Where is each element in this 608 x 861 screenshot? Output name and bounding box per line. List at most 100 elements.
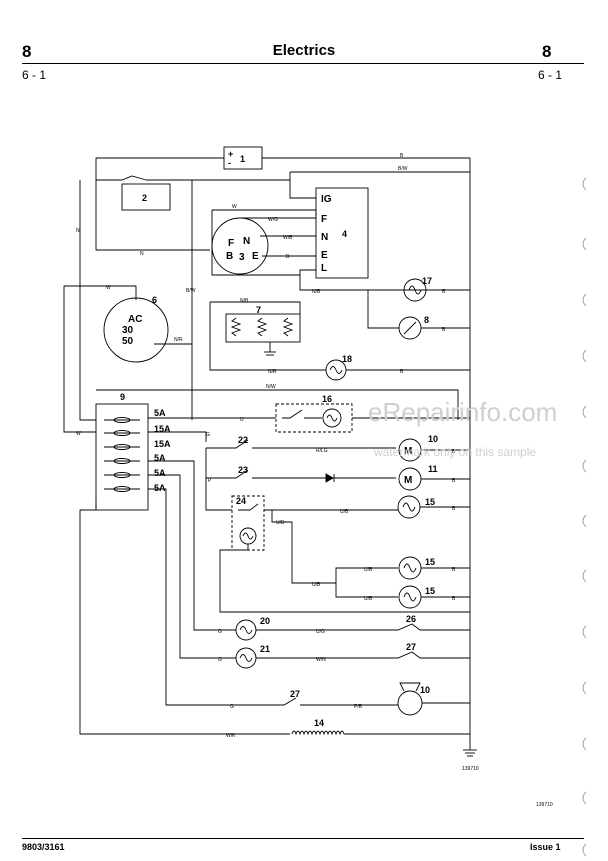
resistor: [230, 317, 242, 337]
wire: [212, 209, 317, 218]
fuse-row-4: [104, 458, 140, 464]
component-16-switch: [282, 409, 303, 419]
component-1-number: 1: [240, 154, 245, 164]
watermark-sub: watermark only on this sample: [374, 445, 537, 459]
component-6-starter: [103, 297, 169, 363]
wire-label-pb: P/B: [354, 704, 363, 710]
wire: [289, 172, 316, 199]
wire-label-b: B: [442, 289, 446, 295]
component-8-box: [225, 313, 301, 343]
wire-label-bw: B/W: [398, 166, 408, 172]
component-7-number: 9: [120, 392, 125, 402]
component-22-switch: [206, 439, 249, 449]
wire: [367, 290, 399, 329]
wire-label-wn: W/N: [316, 657, 326, 663]
starter-terminal-ac: AC: [128, 314, 142, 325]
component-23-number: 23: [238, 465, 248, 475]
lamp-filament: [403, 563, 417, 573]
lamp-filament: [242, 532, 254, 540]
wire-label-g: G: [218, 657, 222, 663]
component-12-horn: [397, 690, 423, 716]
wire: [63, 285, 137, 433]
fuse-rating-3: 15A: [154, 439, 171, 449]
wire-label-ub: U/B: [312, 582, 321, 588]
horn-bell: [399, 682, 421, 692]
wire-label-w: W: [106, 285, 111, 291]
component-17-number: 17: [422, 276, 432, 286]
page-title: Electrics: [272, 42, 336, 59]
component-26-number: 27: [406, 642, 416, 652]
wire: [211, 210, 300, 276]
wire-label-b: B: [452, 567, 456, 573]
wire-label-ub: U/B: [340, 509, 349, 515]
component-9-number: 8: [424, 315, 429, 325]
lamp-filament: [239, 654, 253, 662]
wire: [96, 389, 459, 420]
wire-label-b: B: [400, 369, 404, 375]
switch-terminal-f: F: [321, 214, 327, 225]
wire: [335, 583, 398, 598]
wire: [95, 180, 210, 251]
motor-symbol: M: [404, 475, 412, 486]
document-number: 9803/3161: [22, 842, 65, 852]
switch-terminal-l: L: [321, 263, 327, 274]
diode-symbol: [325, 473, 334, 483]
wire: [79, 498, 290, 735]
component-7-fusebox: [95, 403, 149, 511]
page-number-right: 8: [542, 42, 552, 61]
wire-label-wg: W/G: [268, 217, 278, 223]
component-17-lamp: [403, 278, 427, 302]
component-10-number: 10: [428, 434, 438, 444]
component-21-number: 21: [260, 644, 270, 654]
wire-label-b: B: [452, 506, 456, 512]
wire-label-nr: N/R: [268, 369, 277, 375]
component-4-number: 4: [342, 229, 347, 239]
wire-label-b: B: [400, 153, 404, 159]
alternator-terminal-f: F: [228, 238, 234, 249]
wire-label-g: G: [230, 704, 234, 710]
wire: [148, 474, 236, 659]
alternator-terminal-e: E: [252, 251, 259, 262]
component-13-number: 14: [314, 718, 324, 728]
wire: [148, 460, 236, 631]
component-2-box: [121, 183, 171, 211]
wire-label-nr: N/R: [174, 337, 183, 343]
component-25-switch: [256, 623, 470, 631]
starter-terminal-50: 50: [122, 336, 134, 347]
switch-terminal-n: N: [321, 232, 328, 243]
resistor: [256, 317, 268, 337]
starter-terminal-30: 30: [122, 325, 134, 336]
wire-label-n: N: [140, 251, 144, 257]
component-18-number: 18: [342, 354, 352, 364]
lamp-filament: [239, 626, 253, 634]
component-16-number: 16: [322, 394, 332, 404]
figure-reference-outer: 139710: [536, 802, 553, 808]
component-20-number: 20: [260, 616, 270, 626]
component-27-switch: [148, 488, 297, 706]
fuse-row-1: [104, 417, 140, 423]
watermark-main: eRepairinfo.com: [368, 397, 558, 427]
wire: [79, 180, 96, 421]
component-16-lamp: [322, 408, 342, 428]
component-24-number: 24: [236, 496, 246, 506]
fuse-row-2: [104, 430, 140, 436]
wire-label-wb: W/B: [283, 235, 293, 241]
component-14-number: 15: [425, 497, 435, 507]
wire-label-bw: B/W: [186, 288, 196, 294]
lamp-filament: [408, 285, 422, 295]
page-number-left: 8: [22, 42, 32, 61]
component-3-alternator: [211, 217, 269, 275]
component-27-number: 27: [290, 689, 300, 699]
wire: [148, 431, 207, 442]
lamp-filament: [329, 366, 343, 374]
wire-label-nb: N/B: [240, 298, 249, 304]
wire-label-b: B: [442, 327, 446, 333]
section-number-right: 6 - 1: [538, 68, 563, 82]
wire: [299, 269, 470, 291]
component-24-switch: [238, 503, 259, 511]
component-12-number: 10: [420, 685, 430, 695]
component-22-number: 22: [238, 435, 248, 445]
wire-label-ub: U/B: [364, 596, 373, 602]
component-13-coil: [291, 730, 345, 736]
